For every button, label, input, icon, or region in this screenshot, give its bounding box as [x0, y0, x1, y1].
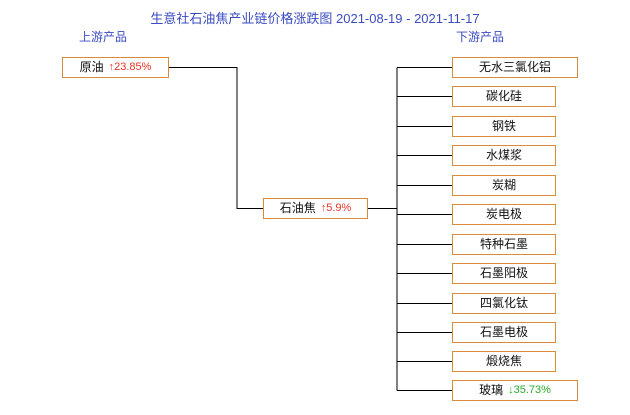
node-label: 钢铁	[491, 119, 516, 133]
node-label: 碳化硅	[485, 89, 522, 103]
node-downstream-6[interactable]: 特种石墨	[452, 234, 556, 255]
node-downstream-8[interactable]: 四氯化钛	[452, 293, 556, 314]
downstream-column-header: 下游产品	[456, 30, 505, 44]
node-downstream-2[interactable]: 钢铁	[452, 116, 556, 137]
node-label: 石墨电极	[479, 325, 528, 339]
node-label: 炭电极	[485, 207, 522, 221]
node-downstream-0[interactable]: 无水三氯化铝	[452, 57, 578, 78]
upstream-column-header: 上游产品	[79, 30, 128, 44]
node-label: 石油焦	[279, 201, 316, 215]
node-label: 无水三氯化铝	[478, 60, 551, 74]
node-downstream-5[interactable]: 炭电极	[452, 204, 556, 225]
node-label: 石墨阳极	[479, 266, 528, 280]
node-label: 炭糊	[491, 178, 516, 192]
node-label: 煅烧焦	[485, 354, 522, 368]
node-label: 四氯化钛	[479, 296, 528, 310]
node-label: 特种石墨	[479, 237, 528, 251]
node-change-value: 23.85%	[114, 61, 152, 73]
page-title-date-range: 2021-08-19 - 2021-11-17	[336, 11, 480, 26]
up-arrow-icon: ↑	[320, 202, 327, 214]
node-label: 水煤浆	[485, 148, 522, 162]
node-downstream-11[interactable]: 玻璃 ↓35.73%	[452, 380, 578, 401]
up-arrow-icon: ↑	[108, 61, 115, 73]
node-downstream-1[interactable]: 碳化硅	[452, 86, 556, 107]
node-downstream-7[interactable]: 石墨阳极	[452, 263, 556, 284]
page-title-text: 生意社石油焦产业链价格涨跌图	[150, 11, 333, 26]
page-title: 生意社石油焦产业链价格涨跌图 2021-08-19 - 2021-11-17	[0, 8, 630, 27]
node-downstream-4[interactable]: 炭糊	[452, 175, 556, 196]
node-downstream-9[interactable]: 石墨电极	[452, 322, 556, 343]
node-label: 玻璃	[479, 383, 504, 397]
node-change-value: 5.9%	[326, 202, 352, 214]
node-center-petroleum-coke[interactable]: 石油焦 ↑5.9%	[263, 198, 368, 219]
node-change-down: ↓35.73%	[508, 381, 551, 400]
node-change-up: ↑23.85%	[109, 58, 152, 77]
down-arrow-icon: ↓	[508, 384, 514, 396]
node-downstream-3[interactable]: 水煤浆	[452, 145, 556, 166]
node-label: 原油	[79, 60, 104, 74]
node-change-value: 35.73%	[513, 384, 551, 396]
node-downstream-10[interactable]: 煅烧焦	[452, 351, 556, 372]
node-change-up: ↑5.9%	[321, 199, 352, 218]
node-upstream-crude-oil[interactable]: 原油 ↑23.85%	[62, 57, 169, 78]
